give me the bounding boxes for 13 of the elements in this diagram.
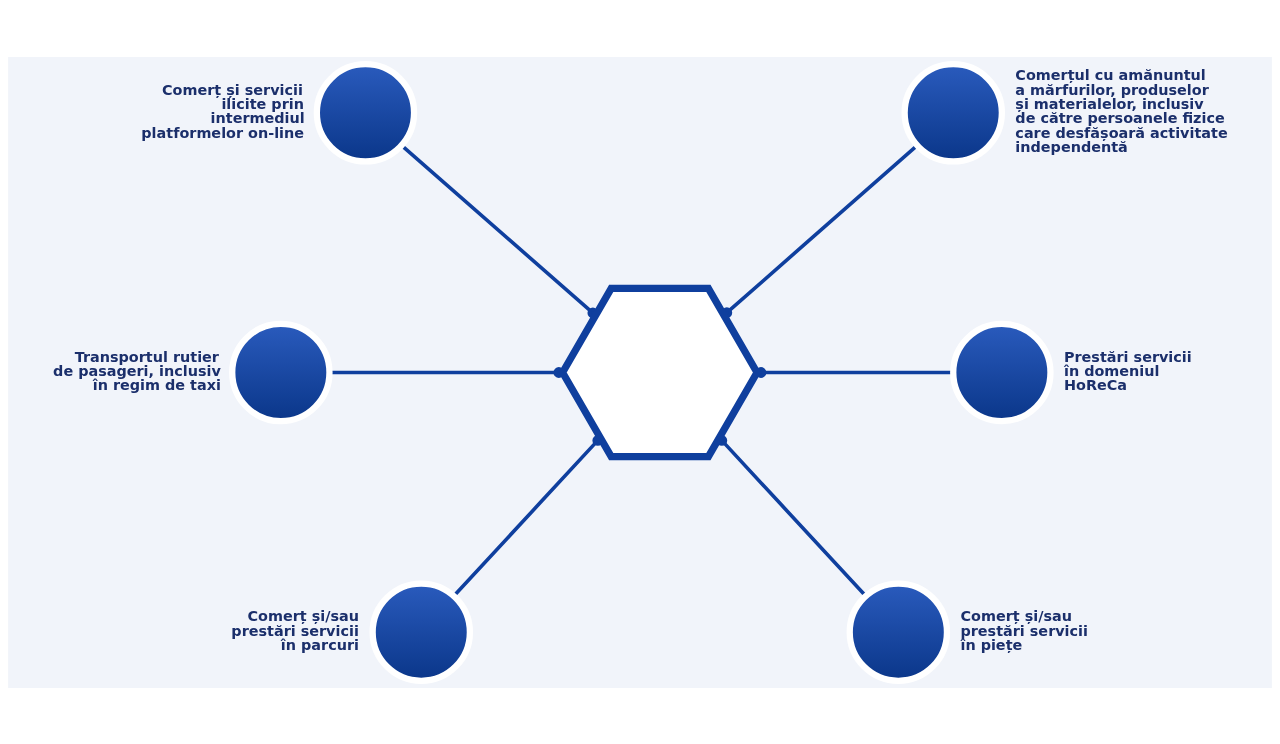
node-circle — [229, 320, 333, 424]
node-label: Comerț și/sau prestări servicii în parcuri — [231, 607, 360, 653]
node-label: Transportul rutier de pasageri, inclusiv în regim de taxi — [53, 348, 221, 393]
node-label: Prestări servicii în domeniul HoReCa — [1063, 348, 1192, 393]
node-circle — [950, 320, 1054, 424]
node-label: Comerțul cu amănuntul a mărfurilor, produselor și materialelor, inclusiv de către persoanele fizice care desfășoară activitate independentă — [1015, 66, 1228, 155]
node-label: Comerț și servicii ilicite prin intermediul platformelor on-line — [141, 81, 305, 141]
node-circle — [846, 579, 951, 684]
node-circle — [901, 60, 1005, 165]
node-circle — [313, 60, 418, 165]
node-label: Comerț și/sau prestări servicii în piețe — [960, 607, 1088, 653]
node-hexagon — [558, 284, 762, 460]
node-circle — [369, 579, 473, 684]
